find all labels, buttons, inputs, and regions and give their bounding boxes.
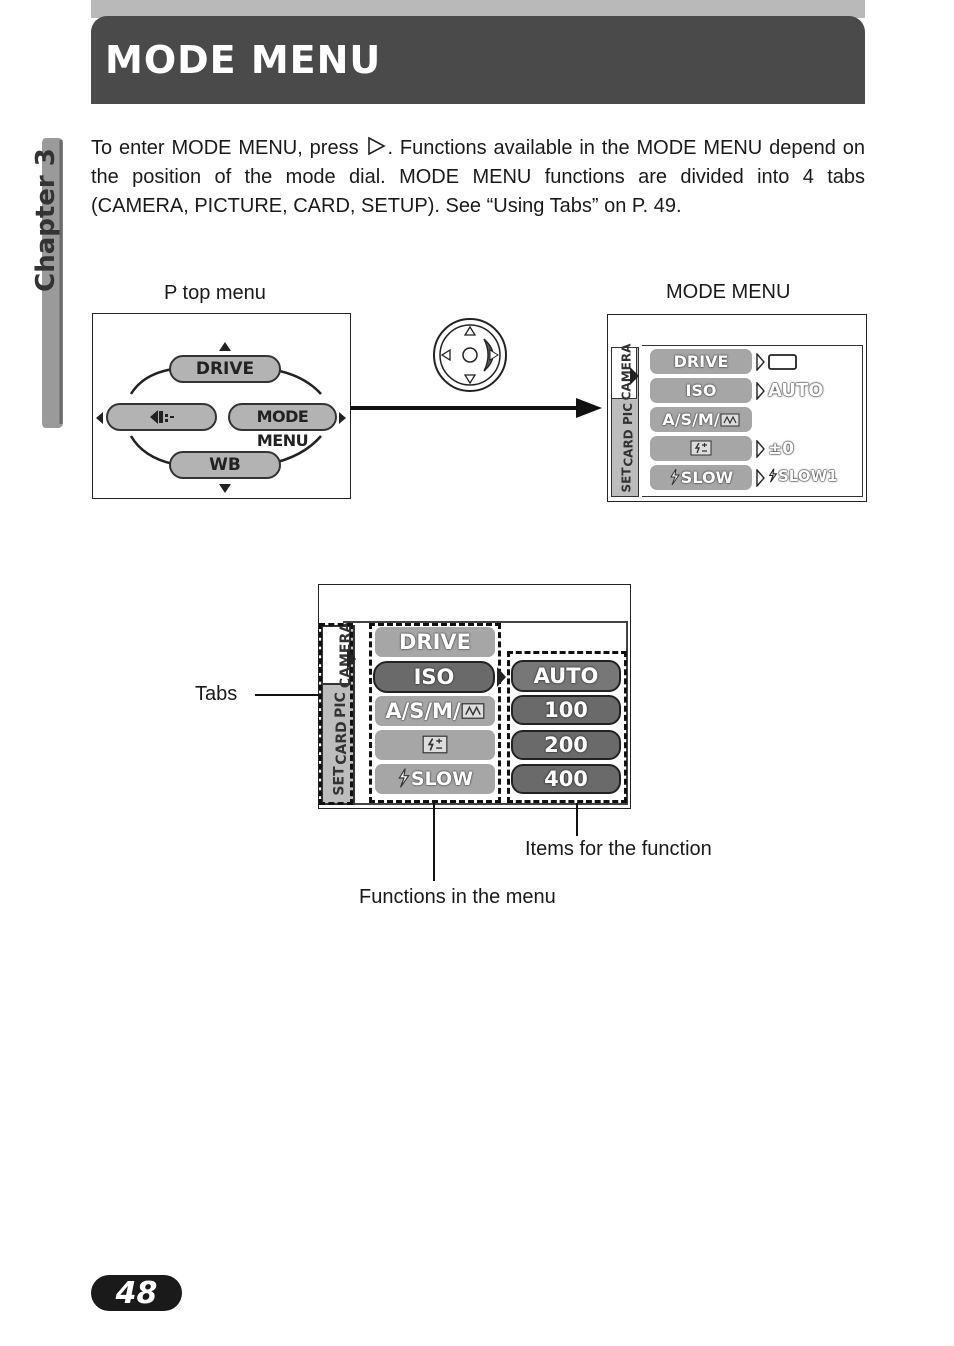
flash-bolt-icon	[398, 768, 410, 788]
mode-menu-screen-large: CAMERA PIC CARD SET DRIVE ISO A/S/M/ SLO…	[318, 584, 631, 809]
function-asm-label: A/S/M/	[662, 410, 720, 429]
value-arrow-icon	[756, 382, 765, 400]
page-number: 48	[115, 1276, 158, 1311]
exposure-compensation-icon	[149, 410, 174, 424]
item-100: 100	[511, 695, 621, 725]
flash-bolt-icon	[669, 468, 680, 486]
functions-callout: Functions in the menu	[359, 886, 556, 908]
function-slow-label: SLOW	[410, 768, 474, 790]
exposure-pill	[106, 403, 217, 431]
intro-text-1: To enter MODE MENU, press	[91, 137, 359, 159]
flow-arrow	[350, 398, 602, 418]
item-200: 200	[511, 730, 621, 760]
mode-menu-screen-small: CAMERA PIC CARD SET DRIVE ISO A/S/M/ SLO…	[607, 314, 867, 502]
function-flash-comp	[375, 730, 495, 760]
p-top-menu-screen: DRIVE MODE MENU WB	[92, 313, 351, 499]
up-triangle-icon	[219, 342, 231, 351]
arrow-pad-icon	[433, 318, 507, 392]
value-arrow-icon	[756, 469, 765, 487]
mode-menu-pill: MODE MENU	[228, 403, 337, 450]
functions-highlight	[369, 623, 501, 803]
tab-card: CARD	[621, 429, 636, 467]
tabs-callout-line	[255, 694, 322, 696]
value-slow: SLOW1	[768, 467, 838, 485]
tab-pointer-icon	[347, 649, 356, 669]
menu-frame	[343, 621, 628, 805]
chapter-label-text: Chapter 3	[30, 148, 61, 292]
chapter-tab-shape	[42, 136, 63, 428]
mode-menu-caption: MODE MENU	[666, 281, 791, 303]
function-slow: SLOW	[650, 465, 752, 490]
title-bar: MODE MENU	[91, 16, 865, 104]
manual-mode-icon	[720, 413, 740, 427]
item-auto-selected: AUTO	[511, 660, 621, 692]
tabs-highlight	[319, 623, 353, 805]
function-asm: A/S/M/	[650, 407, 752, 432]
flash-bolt-icon	[768, 468, 778, 483]
function-slow: SLOW	[375, 764, 495, 794]
items-callout: Items for the function	[525, 838, 712, 860]
value-flash-comp: ±0	[768, 439, 795, 459]
chapter-tab: Chapter 3	[28, 136, 63, 428]
p-top-menu-caption: P top menu	[164, 282, 266, 304]
value-arrow-icon	[756, 353, 765, 371]
drive-pill: DRIVE	[169, 355, 281, 383]
items-highlight	[507, 651, 627, 803]
wb-pill: WB	[169, 451, 281, 479]
page-number-badge: 48	[91, 1275, 182, 1311]
intro-paragraph: To enter MODE MENU, press . Functions av…	[91, 134, 865, 221]
chapter-label: Chapter 3	[28, 136, 63, 428]
right-triangle-icon	[339, 412, 346, 424]
function-drive: DRIVE	[650, 349, 752, 374]
tab-pic: PIC	[621, 402, 636, 426]
items-callout-line	[576, 803, 578, 836]
manual-mode-icon	[461, 703, 485, 719]
function-flash-comp	[650, 436, 752, 461]
intro-text-2: . Functions available in the MODE MENU d…	[91, 137, 865, 217]
function-drive: DRIVE	[375, 627, 495, 657]
item-400: 400	[511, 764, 621, 794]
p-top-menu-arcs	[96, 342, 346, 493]
function-iso-selected: ISO	[373, 661, 495, 693]
right-arrow-icon	[368, 137, 387, 155]
down-triangle-icon	[219, 484, 231, 493]
left-triangle-icon	[96, 412, 103, 424]
flash-compensation-icon	[422, 735, 448, 754]
value-arrow-icon	[497, 667, 506, 687]
page-title: MODE MENU	[105, 38, 382, 82]
function-iso: ISO	[650, 378, 752, 403]
flash-compensation-icon	[690, 440, 712, 456]
function-slow-label: SLOW	[680, 468, 734, 487]
function-asm: A/S/M/	[375, 696, 495, 726]
tab-camera-active	[321, 625, 351, 685]
function-asm-label: A/S/M/	[385, 699, 461, 723]
tabs-callout: Tabs	[195, 683, 238, 705]
header-top-strip	[91, 0, 865, 18]
value-arrow-icon	[756, 440, 765, 458]
menu-frame	[642, 345, 863, 497]
tab-pointer-icon	[630, 367, 639, 385]
value-slow-label: SLOW1	[778, 467, 838, 485]
tab-set: SET	[619, 467, 634, 493]
value-iso: AUTO	[768, 380, 824, 401]
single-frame-icon	[768, 354, 797, 370]
functions-callout-line	[433, 803, 435, 881]
